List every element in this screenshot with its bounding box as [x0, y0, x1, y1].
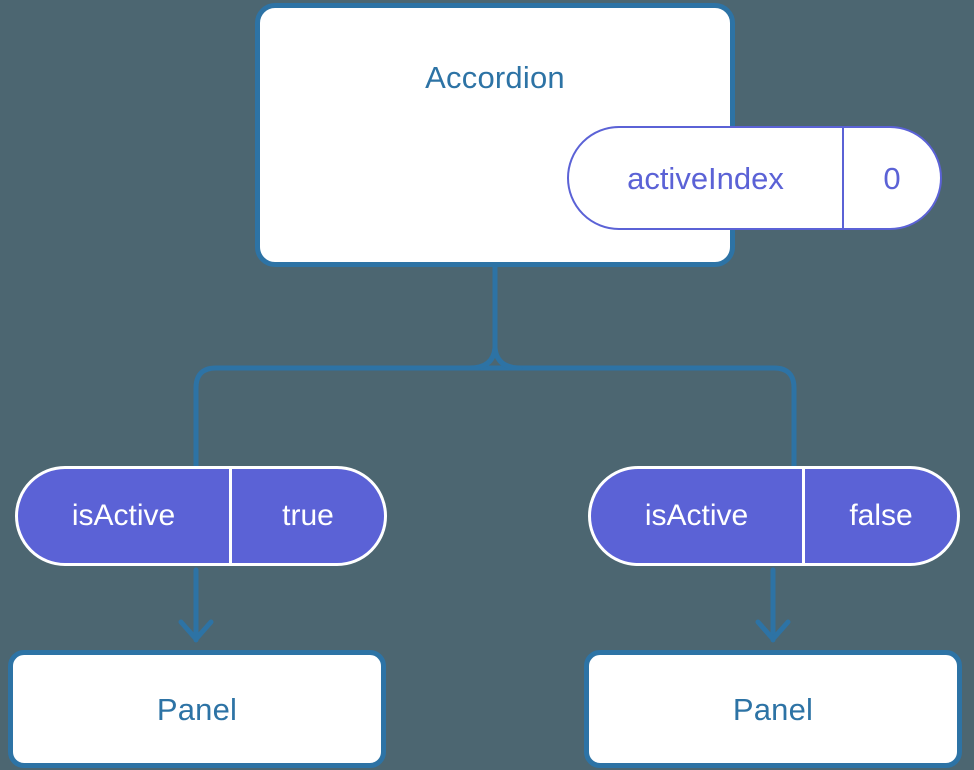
state-pill-value: 0 [883, 160, 901, 196]
accordion-title: Accordion [425, 60, 565, 95]
prop-pill-key-right: isActive [591, 469, 805, 563]
arrow-down-icon-left [178, 567, 214, 643]
prop-pill-is-active-left[interactable]: isActive true [15, 466, 387, 566]
state-pill-active-index[interactable]: activeIndex 0 [567, 126, 942, 230]
panel-component-node-right[interactable]: Panel [584, 650, 962, 768]
state-pill-key: activeIndex [569, 128, 844, 228]
prop-pill-is-active-right[interactable]: isActive false [588, 466, 960, 566]
prop-pill-value-right: false [849, 499, 913, 532]
connector-split-peak [467, 345, 523, 371]
accordion-component-node[interactable]: Accordion activeIndex 0 [255, 3, 942, 267]
panel-title-left: Panel [156, 691, 238, 727]
arrow-down-icon-right [755, 567, 791, 643]
prop-pill-value-left: true [282, 499, 334, 532]
prop-pill-key-left: isActive [18, 469, 232, 563]
panel-component-node-left[interactable]: Panel [8, 650, 386, 768]
panel-title-right: Panel [732, 691, 814, 727]
connector-branch-bus [193, 365, 797, 469]
